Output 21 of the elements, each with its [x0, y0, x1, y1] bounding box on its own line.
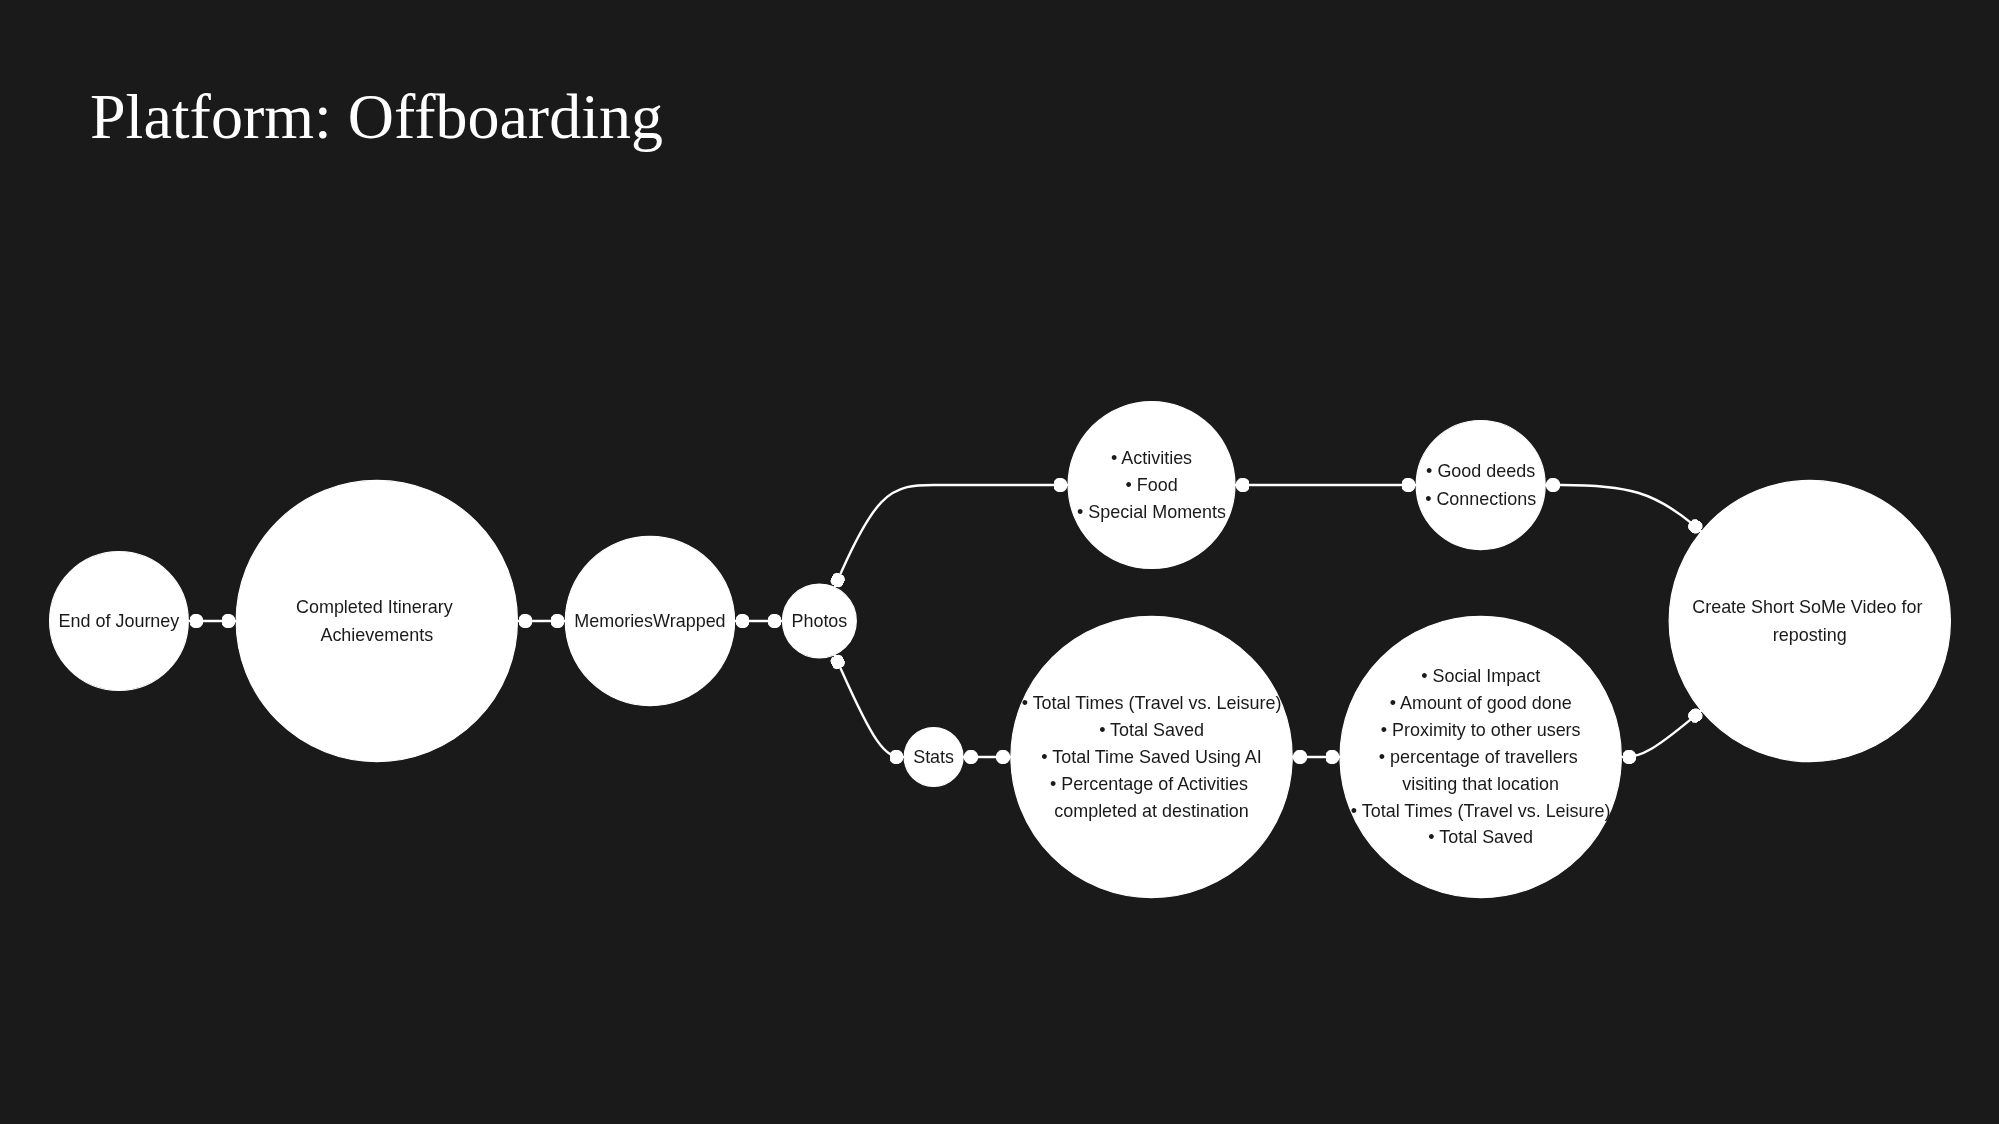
node-circle: Stats — [903, 727, 964, 788]
node-circle: • Good deeds • Connections — [1415, 420, 1546, 551]
node-circle: • Social Impact • Amount of good done • Proximity to other users • percentage of travellers visiting that location • Total Times (Travel vs. Leisure) • Total Saved — [1339, 616, 1622, 899]
connector — [1235, 478, 1417, 493]
connector — [517, 614, 566, 629]
node-circle: • Total Times (Travel vs. Leisure) • Total Saved • Total Time Saved Using AI • Percentage of Activities completed at destination — [1010, 616, 1293, 899]
node-circle: • Activities • Food • Special Moments — [1067, 401, 1236, 570]
connector — [1292, 750, 1341, 765]
node-circle: Completed Itinerary Achievements — [235, 480, 519, 763]
node-circle: End of Journey — [49, 551, 189, 692]
page-title: Platform: Offboarding — [90, 80, 663, 154]
connector — [1621, 708, 1703, 765]
node-circle: Photos — [781, 583, 857, 659]
connector — [1545, 478, 1703, 535]
connector — [188, 614, 237, 629]
node-circle: MemoriesWrapped — [564, 536, 736, 707]
connector — [963, 750, 1011, 765]
connector — [830, 654, 905, 765]
connector — [734, 614, 783, 629]
connector — [830, 478, 1069, 589]
node-circle: Create Short SoMe Video for reposting — [1668, 480, 1951, 763]
